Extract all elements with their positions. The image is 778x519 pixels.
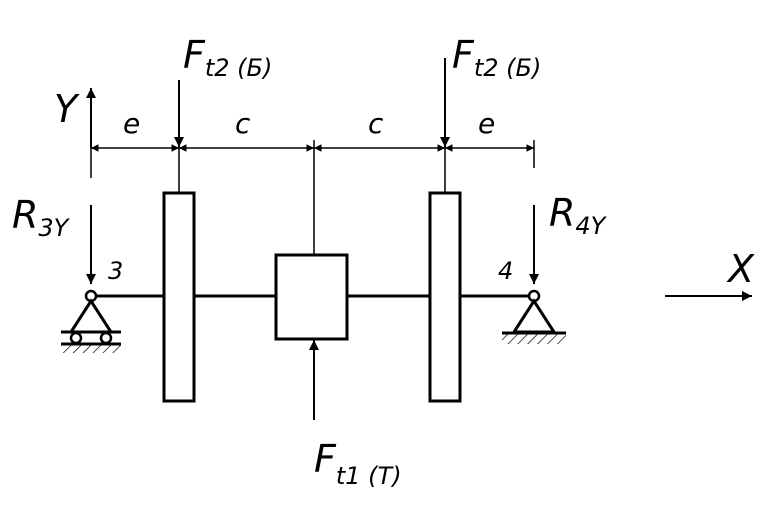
right-pin-support (502, 289, 566, 344)
reaction-right-label: R4Y (549, 191, 608, 240)
dimension-c-left-label: c (235, 107, 251, 140)
y-axis-label: Y (54, 87, 80, 131)
support-left-number: 3 (108, 257, 123, 285)
force-right-gear-label: Ft2 (Б) (452, 33, 541, 82)
x-axis-label: X (726, 247, 755, 291)
force-center-gear-label: Ft1 (T) (314, 437, 402, 490)
center-gear (274, 253, 349, 341)
dimension-c-right-label: c (368, 107, 384, 140)
support-right-number: 4 (498, 257, 513, 285)
right-gear (428, 191, 462, 403)
dimension-e-right-label: e (478, 107, 495, 140)
reaction-left-label: R3Y (12, 193, 71, 242)
force-left-gear-label: Ft2 (Б) (183, 33, 272, 82)
left-gear (162, 191, 196, 403)
left-roller-support (61, 289, 121, 353)
dimension-e-left-label: e (123, 107, 140, 140)
